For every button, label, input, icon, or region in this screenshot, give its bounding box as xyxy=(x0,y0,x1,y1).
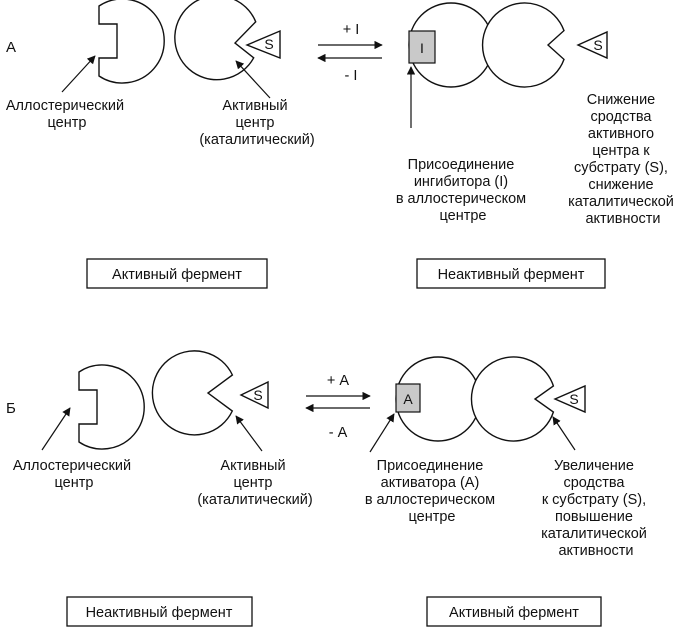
substrate-label: S xyxy=(569,391,578,407)
substrate-wedge xyxy=(245,29,281,60)
panel-b: Б S + А - А А S xyxy=(6,350,651,627)
substrate-label: S xyxy=(253,387,262,403)
affinity-decrease-caption: Снижение сродства активного центра к суб… xyxy=(568,92,678,227)
panel-b-letter: Б xyxy=(6,400,16,417)
substrate-label: S xyxy=(264,36,273,52)
activator-binding-pointer xyxy=(369,413,395,453)
panel-a-equilibrium-arrows: + I - I xyxy=(317,22,383,84)
reverse-label: - А xyxy=(329,425,348,441)
catalytic-subunit xyxy=(151,350,234,436)
allosteric-subunit xyxy=(98,0,165,84)
catalytic-subunit xyxy=(470,356,555,442)
panel-b-equilibrium-arrows: + А - А xyxy=(305,373,371,441)
active-center-caption: Активный центр (каталитический) xyxy=(197,458,312,508)
forward-label: + I xyxy=(343,22,360,38)
forward-label: + А xyxy=(327,373,349,389)
active-enzyme-label: Активный фермент xyxy=(112,267,242,283)
inactive-enzyme-box xyxy=(416,258,606,289)
panel-a-right-enzyme: I S xyxy=(408,2,608,88)
panel-a-left-enzyme: S xyxy=(98,0,281,84)
substrate-wedge xyxy=(239,380,269,410)
substrate-site-pointer xyxy=(552,416,576,451)
panel-a-letter: А xyxy=(6,39,16,56)
activator-label: А xyxy=(403,391,413,407)
allosteric-center-caption: Аллостерический центр xyxy=(13,458,135,491)
inactive-enzyme-label: Неактивный фермент xyxy=(86,605,233,621)
allosteric-subunit xyxy=(78,364,145,450)
allosteric-center-pointer xyxy=(41,407,71,451)
panel-b-left-enzyme: S xyxy=(78,350,269,450)
activator-block xyxy=(395,383,421,413)
substrate-wedge xyxy=(553,384,586,414)
affinity-increase-caption: Увеличение сродства к субстрату (S), пов… xyxy=(541,458,651,559)
catalytic-subunit xyxy=(174,0,257,81)
active-enzyme-box xyxy=(86,258,268,289)
substrate-wedge xyxy=(576,30,608,60)
reverse-label: - I xyxy=(345,68,358,84)
active-center-caption: Активный центр (каталитический) xyxy=(199,98,314,148)
active-enzyme-box xyxy=(426,596,602,627)
activator-binding-caption: Присоединение активатора (А) в аллостери… xyxy=(365,458,499,525)
allosteric-center-pointer xyxy=(61,55,96,93)
active-enzyme-label: Активный фермент xyxy=(449,605,579,621)
inactive-enzyme-box xyxy=(66,596,253,627)
panel-b-right-enzyme: А S xyxy=(395,356,586,442)
panel-a: А S + I - I I S Аллос xyxy=(6,0,678,289)
allosteric-center-caption: Аллостерический центр xyxy=(6,98,128,131)
catalytic-subunit xyxy=(481,2,565,88)
inactive-enzyme-label: Неактивный фермент xyxy=(438,267,585,283)
inhibitor-label: I xyxy=(420,40,424,56)
inhibitor-binding-caption: Присоединение ингибитора (I) в аллостери… xyxy=(396,157,530,224)
substrate-label: S xyxy=(593,37,602,53)
inhibitor-block xyxy=(408,30,436,64)
active-center-pointer xyxy=(235,415,263,452)
active-center-pointer xyxy=(235,60,271,99)
